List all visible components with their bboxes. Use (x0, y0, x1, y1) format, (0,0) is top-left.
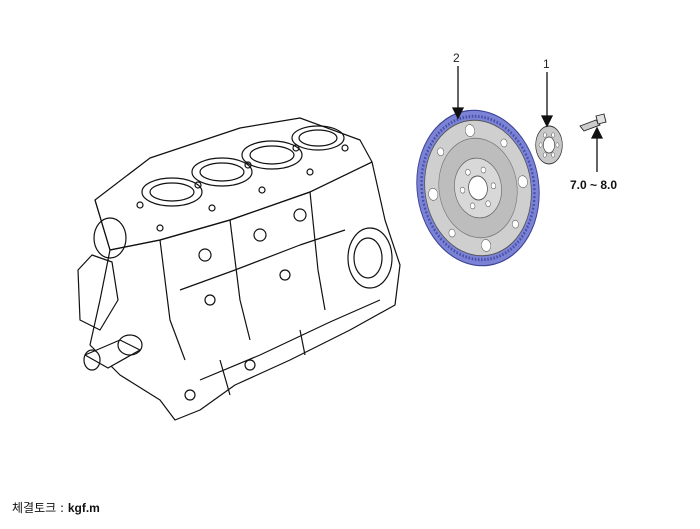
callout-arrows (451, 66, 604, 172)
callout-part-1: 1 (543, 57, 550, 71)
tightening-torque-footer: 체결토크 : kgf.m (12, 499, 100, 516)
engine-block-illustration (77, 117, 401, 421)
footer-label: 체결토크 : (12, 501, 68, 515)
bolt-illustration (579, 113, 607, 132)
arrowhead-part-2 (451, 107, 465, 120)
arrowhead-part-1 (540, 115, 554, 128)
footer-unit: kgf.m (67, 501, 100, 515)
arrowhead-torque (590, 126, 604, 139)
callout-part-2: 2 (453, 51, 460, 65)
flywheel-plate-illustration (416, 109, 540, 267)
torque-value-label: 7.0 ~ 8.0 (570, 178, 618, 192)
adapter-plate-illustration (535, 125, 563, 165)
